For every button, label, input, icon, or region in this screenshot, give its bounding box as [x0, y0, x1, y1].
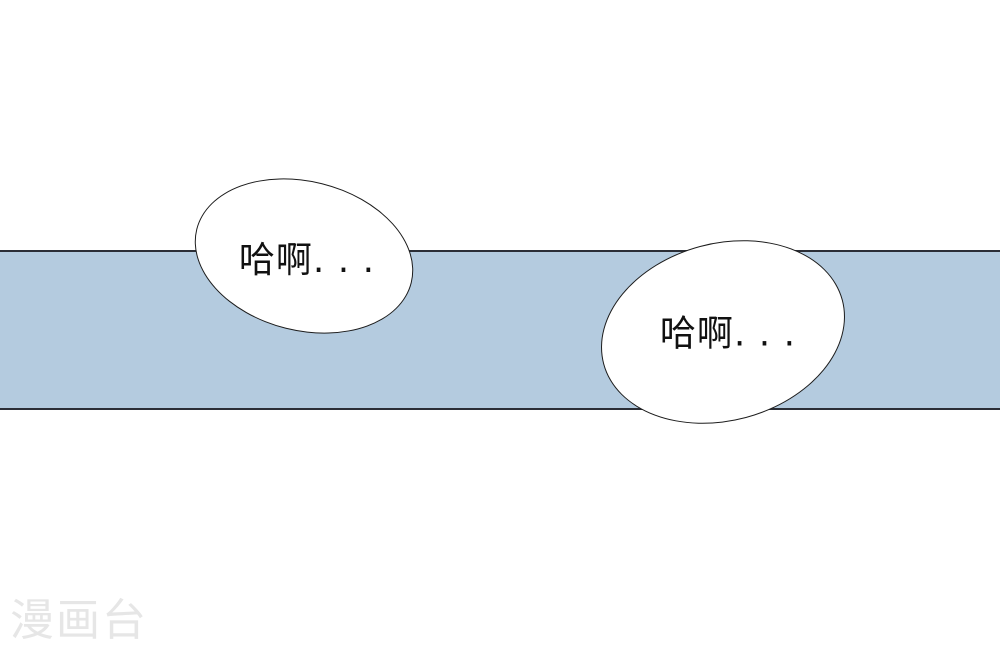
speech-bubble-text: 哈啊. . . [238, 239, 376, 281]
blue-background-band [0, 250, 1000, 410]
watermark-logo: 漫画台 [10, 595, 148, 646]
speech-bubble-text: 哈啊. . . [659, 313, 796, 355]
